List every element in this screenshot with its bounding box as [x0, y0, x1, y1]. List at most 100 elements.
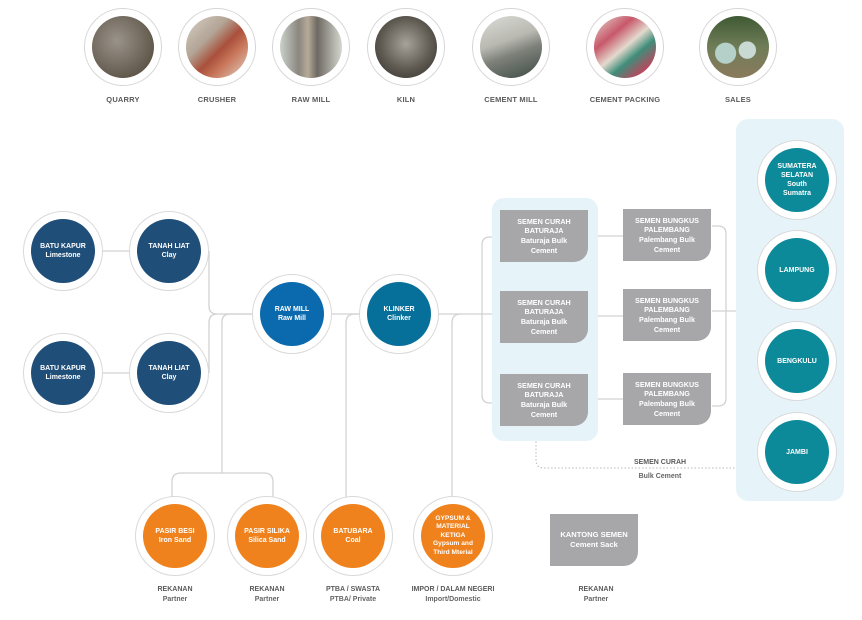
sales-photo	[707, 16, 769, 78]
node-subtitle: Coal	[345, 537, 361, 544]
region-bengkulu: BENGKULU	[757, 321, 837, 401]
source-title: PTBA / SWASTA	[325, 586, 381, 593]
crusher-photo	[186, 16, 248, 78]
node-title: BATU KAPUR	[40, 365, 86, 372]
source-title: REKANAN	[157, 586, 193, 593]
sales-photo-frame	[699, 8, 777, 86]
source-subtitle: Partner	[162, 596, 188, 603]
raw-mill-photo-frame	[272, 8, 350, 86]
node-title: RAW MILL	[274, 306, 310, 313]
gypsum-source: IMPOR / DALAM NEGERI Import/Domestic	[383, 585, 523, 605]
node-title: KLINKER	[383, 306, 415, 313]
quarry-photo-frame	[84, 8, 162, 86]
node-line: MATERIAL	[436, 523, 470, 531]
box-line: SEMEN CURAH	[517, 297, 571, 307]
node-title: BATU KAPUR	[40, 243, 86, 250]
cement-packing-photo-frame	[586, 8, 664, 86]
box-line: Cement	[653, 244, 681, 254]
quarry-photo	[92, 16, 154, 78]
box-line: PALEMBANG	[644, 225, 690, 235]
raw-mill-node: RAW MILL Raw Mill	[252, 274, 332, 354]
limestone-node-1: BATU KAPUR Limestone	[23, 211, 103, 291]
kiln-photo-frame	[367, 8, 445, 86]
process-step-label: KILN	[396, 95, 416, 104]
region-line: Sumatra	[782, 190, 811, 197]
node-title: PASIR BESI	[155, 528, 195, 535]
region-line: JAMBI	[786, 448, 808, 456]
box-line: Cement	[653, 324, 681, 334]
crusher-photo-frame	[178, 8, 256, 86]
process-step-label: CEMENT MILL	[484, 95, 538, 104]
box-line: KANTONG SEMEN	[560, 530, 628, 540]
bulk-route-label: SEMEN CURAH Bulk Cement	[590, 456, 730, 484]
node-subtitle: Clinker	[387, 315, 411, 322]
clinker-node: KLINKER Clinker	[359, 274, 439, 354]
box-line: Cement	[653, 408, 681, 418]
box-line: Cement	[530, 245, 558, 255]
cement-packing-photo	[594, 16, 656, 78]
source-title: REKANAN	[578, 586, 614, 593]
region-line: LAMPUNG	[779, 266, 815, 274]
box-line: PALEMBANG	[644, 305, 690, 315]
region-line: South	[787, 181, 807, 188]
box-line: Cement	[530, 326, 558, 336]
box-line: Baturaja Bulk	[520, 236, 568, 245]
node-subtitle: Silica Sand	[248, 537, 286, 544]
bulk-route-subtitle: Bulk Cement	[638, 473, 682, 480]
raw-mill-photo	[280, 16, 342, 78]
process-step-label: CEMENT PACKING	[589, 95, 661, 104]
region-jambi: JAMBI	[757, 412, 837, 492]
node-title: TANAH LIAT	[148, 243, 190, 250]
source-title: REKANAN	[249, 586, 285, 593]
box-line: Baturaja Bulk	[520, 400, 568, 409]
box-line: Cement Sack	[570, 540, 618, 549]
region-lampung: LAMPUNG	[757, 230, 837, 310]
box-line: Palembang Bulk	[639, 315, 695, 324]
clay-node-1: TANAH LIAT Clay	[129, 211, 209, 291]
node-subtitle: Raw Mill	[277, 315, 306, 322]
box-line: PALEMBANG	[644, 389, 690, 399]
process-step-label: RAW MILL	[291, 95, 331, 104]
node-line: Gypsum and	[433, 540, 473, 548]
box-line: Palembang Bulk	[639, 235, 695, 244]
node-subtitle: Limestone	[45, 374, 81, 381]
box-line: BATURAJA	[524, 390, 564, 400]
node-title: PASIR SILIKA	[244, 528, 290, 535]
node-line: KETIGA	[440, 531, 466, 539]
box-line: SEMEN CURAH	[517, 380, 571, 390]
process-step-label: QUARRY	[106, 95, 140, 104]
process-step-label: SALES	[724, 95, 751, 104]
node-line: Third Mterial	[433, 548, 473, 556]
source-title: IMPOR / DALAM NEGERI	[411, 586, 495, 593]
node-subtitle: Clay	[161, 252, 177, 259]
process-step-label: CRUSHER	[197, 95, 237, 104]
silica-sand-source: REKANAN Partner	[197, 585, 337, 605]
box-line: SEMEN CURAH	[517, 216, 571, 226]
node-subtitle: Limestone	[45, 252, 81, 259]
region-line: SUMATERA	[777, 163, 817, 170]
box-line: SEMEN BUNGKUS	[635, 295, 699, 305]
source-subtitle: Import/Domestic	[425, 596, 481, 603]
source-subtitle: Partner	[583, 596, 609, 603]
region-line: SELATAN	[780, 172, 814, 179]
region-line: BENGKULU	[777, 357, 817, 365]
cement-sack-source: REKANAN Partner	[526, 585, 666, 605]
source-subtitle: Partner	[254, 596, 280, 603]
iron-sand-source: REKANAN Partner	[105, 585, 245, 605]
cement-mill-photo-frame	[472, 8, 550, 86]
box-line: SEMEN BUNGKUS	[635, 379, 699, 389]
limestone-node-2: BATU KAPUR Limestone	[23, 333, 103, 413]
box-line: Palembang Bulk	[639, 399, 695, 408]
